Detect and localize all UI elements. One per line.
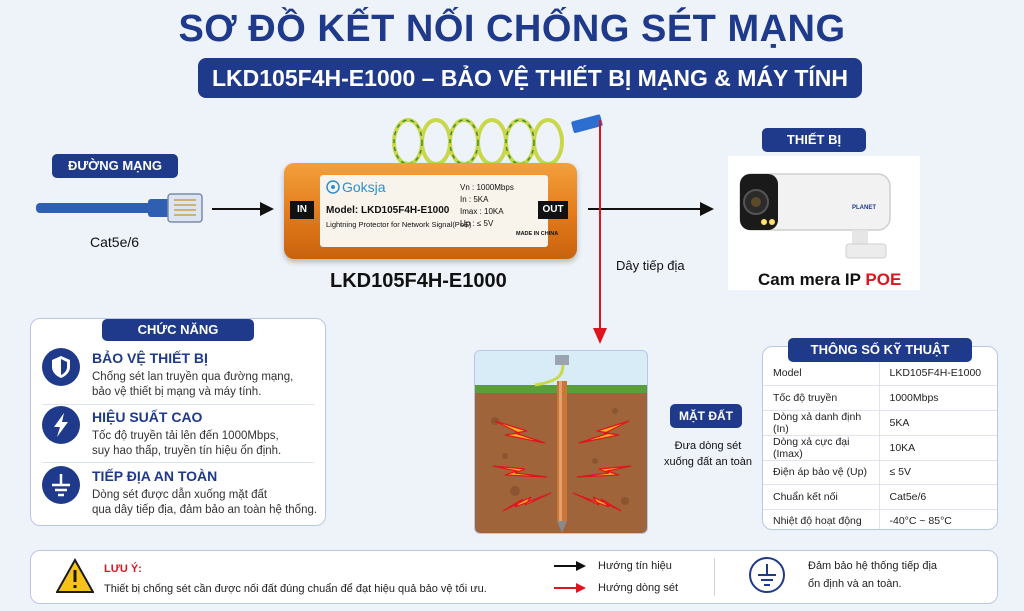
footer-divider — [714, 558, 715, 596]
ground-wire-label: Dây tiếp địa — [616, 258, 685, 273]
signal-arrow-out — [588, 202, 714, 216]
feature-desc-2-line1: Dòng sét được dẫn xuống mặt đất — [92, 489, 268, 501]
surge-protector-device: IN OUT Goksja Model: LKD105F4H-E1000 Lig… — [284, 163, 577, 259]
ip-camera-icon — [739, 173, 891, 259]
functions-label: CHỨC NĂNG — [102, 319, 254, 341]
spec-row: Dòng xả cực đại (Imax)10KA — [763, 435, 997, 461]
spec-key: Nhiệt độ hoạt động — [763, 509, 879, 529]
ground-icon — [42, 466, 80, 504]
feature-desc-0-line2: bảo vệ thiết bị mạng và máy tính. — [92, 386, 262, 398]
device-spec-3: Up : ≤ 5V — [460, 219, 494, 228]
signal-arrow-in — [212, 202, 274, 216]
spec-value: -40°C ~ 85°C — [878, 509, 997, 529]
feature-desc-2-line2: qua dây tiếp địa, đảm bảo an toàn hệ thố… — [92, 504, 318, 516]
device-caption: LKD105F4H-E1000 — [330, 270, 507, 292]
legend-current-label: Hướng dòng sét — [598, 582, 679, 594]
network-cable-icon — [36, 193, 203, 223]
spec-key: Model — [763, 361, 879, 386]
brand-name: Goksja — [342, 179, 386, 195]
ground-wire-coil — [392, 114, 603, 166]
spec-key: Điện áp bảo vệ (Up) — [763, 460, 879, 485]
feature-desc-1-line2: suy hao thấp, truyền tín hiệu ổn định. — [92, 445, 282, 457]
spec-key: Dòng xả danh định (In) — [763, 410, 879, 436]
cable-type-label: Cat5e/6 — [90, 234, 140, 250]
device-spec-0: Vn : 1000Mbps — [460, 183, 514, 192]
spec-value: 5KA — [878, 410, 997, 436]
specs-label: THÔNG SỐ KỸ THUẬT — [788, 338, 972, 362]
spec-value: 1000Mbps — [878, 385, 997, 411]
device-spec-1: In : 5KA — [460, 195, 489, 204]
spec-row: Nhiệt độ hoạt động-40°C ~ 85°C — [763, 509, 997, 529]
note-text: Thiết bị chống sét cần được nối đất đúng… — [104, 583, 487, 595]
device-spec-2: Imax : 10KA — [460, 207, 504, 216]
spec-value: ≤ 5V — [878, 460, 997, 485]
network-label: ĐƯỜNG MẠNG — [52, 154, 178, 178]
in-port-label: IN — [290, 201, 314, 219]
ground-symbol-icon — [749, 557, 785, 593]
legend-current-arrow — [554, 583, 586, 593]
spec-value: 10KA — [878, 435, 997, 461]
subtitle-banner: LKD105F4H-E1000 – BẢO VỆ THIẾT BỊ MẠNG &… — [198, 58, 862, 98]
made-in-label: MADE IN CHINA — [516, 231, 559, 237]
feature-title-0: BẢO VỆ THIẾT BỊ — [92, 350, 208, 366]
spec-key: Chuẩn kết nối — [763, 484, 879, 510]
legend-signal-arrow — [554, 561, 586, 571]
ground-desc-2: xuống đất an toàn — [663, 456, 753, 468]
camera-brand: PLANET — [852, 205, 876, 211]
model-line: Model: LKD105F4H-E1000 — [326, 205, 450, 216]
camera-caption: Cam mera IP POE — [758, 270, 901, 290]
page-title: SƠ ĐỒ KẾT NỐI CHỐNG SÉT MẠNG — [178, 8, 846, 50]
ground-illustration — [474, 350, 648, 534]
ground-note-2: ổn định và an toàn. — [808, 578, 902, 590]
ground-label: MẶT ĐẤT — [670, 404, 742, 428]
spec-row: Dòng xả danh định (In)5KA — [763, 410, 997, 436]
spec-value: LKD105F4H-E1000 — [878, 361, 997, 386]
legend-signal-label: Hướng tín hiệu — [598, 560, 672, 572]
feature-title-1: HIỆU SUẤT CAO — [92, 409, 203, 425]
feature-title-2: TIẾP ĐỊA AN TOÀN — [92, 468, 218, 484]
out-port-label: OUT — [538, 201, 568, 219]
spec-row: Điện áp bảo vệ (Up)≤ 5V — [763, 460, 997, 485]
feature-desc-0-line1: Chống sét lan truyền qua đường mạng, — [92, 371, 294, 383]
warning-icon — [56, 558, 94, 593]
equipment-label: THIẾT BỊ — [762, 128, 866, 152]
feature-divider — [42, 404, 314, 405]
spec-value: Cat5e/6 — [878, 484, 997, 510]
spec-key: Tốc độ truyền — [763, 385, 879, 411]
spec-key: Dòng xả cực đại (Imax) — [763, 435, 879, 461]
camera-caption-main: Cam mera IP — [758, 270, 866, 289]
feature-desc-1-line1: Tốc độ truyền tải lên đến 1000Mbps, — [92, 430, 279, 442]
shield-icon — [42, 348, 80, 386]
camera-caption-poe: POE — [865, 270, 902, 289]
goksja-logo-icon — [326, 180, 340, 194]
note-title: LƯU Ý: — [104, 563, 142, 575]
feature-divider — [42, 462, 314, 463]
lightning-current-arrow — [593, 120, 607, 344]
lightning-icon — [42, 406, 80, 444]
device-description: Lightning Protector for Network Signal(P… — [326, 220, 472, 229]
ground-desc-1: Đưa dòng sét — [674, 440, 742, 452]
ground-note-1: Đảm bảo hệ thống tiếp địa — [808, 560, 938, 572]
footer-panel — [30, 550, 998, 604]
